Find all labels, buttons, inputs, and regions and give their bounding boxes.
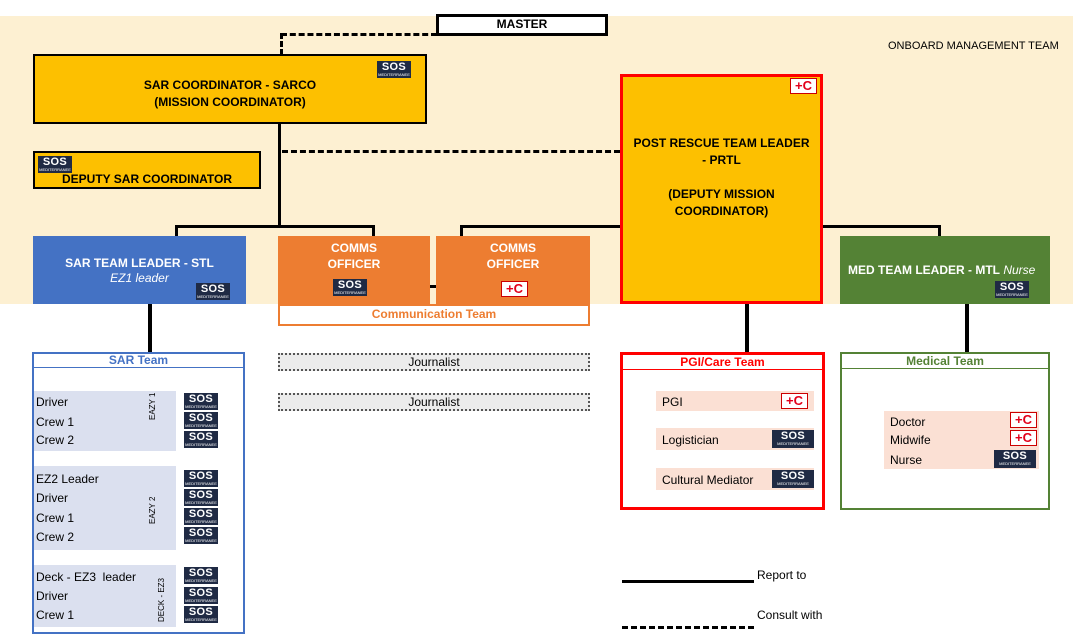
prtl-title-1: POST RESCUE TEAM LEADER	[633, 136, 810, 150]
deck-tag: DECK - EZ3	[157, 577, 166, 622]
medical-member-midwife: Midwife	[890, 433, 931, 447]
eazy1-tag: EAZY 1	[148, 392, 157, 420]
legend-consult-line	[622, 626, 754, 629]
report-line-pgi-team	[745, 304, 749, 352]
sarco-subtitle: (MISSION COORDINATOR)	[154, 95, 306, 109]
report-line-comms1	[372, 225, 375, 237]
onboard-team-label: ONBOARD MANAGEMENT TEAM	[888, 40, 1059, 52]
eazy1-member-crew2: Crew 2	[36, 433, 75, 447]
eazy2-member-crew2: Crew 2	[36, 530, 75, 544]
master-label: MASTER	[496, 17, 548, 31]
sar-coordinator-box: SAR COORDINATOR - SARCO (MISSION COORDIN…	[33, 54, 427, 124]
pgi-member-logistician: Logistician	[662, 433, 719, 447]
sarco-title: SAR COORDINATOR - SARCO	[143, 78, 317, 92]
medical-team-title: Medical Team	[842, 354, 1048, 369]
comms1-line2: OFFICER	[327, 257, 381, 271]
consult-line-master-v	[280, 33, 283, 55]
communication-team-box: Communication Team	[278, 304, 590, 326]
eazy2-member-leader: EZ2 Leader	[36, 472, 99, 486]
eazy1-member-driver: Driver	[36, 395, 68, 409]
medical-member-nurse: Nurse	[890, 453, 923, 467]
deck-member-crew1: Crew 1	[36, 608, 75, 622]
journalist-label-2: Journalist	[408, 395, 460, 409]
stl-title: SAR TEAM LEADER - STL	[65, 256, 214, 270]
prtl-title-2: - PRTL	[702, 153, 741, 167]
comms-link-line	[428, 285, 436, 288]
consult-line-prtl	[282, 150, 620, 153]
post-rescue-team-leader-box: POST RESCUE TEAM LEADER - PRTL (DEPUTY M…	[620, 74, 823, 304]
deputy-sar-title: DEPUTY SAR COORDINATOR	[61, 172, 232, 186]
red-cross-icon: +C	[1010, 412, 1037, 428]
report-line-mtl	[938, 225, 941, 237]
report-line-stl	[175, 225, 178, 237]
mtl-title: MED TEAM LEADER - MTL	[848, 263, 1000, 277]
eazy1-group	[34, 391, 176, 451]
eazy2-group	[34, 466, 176, 550]
journalist-box-2: Journalist	[278, 393, 590, 411]
legend-report-label: Report to	[757, 568, 807, 582]
sar-team-title: SAR Team	[34, 354, 243, 368]
red-cross-icon: +C	[1010, 430, 1037, 446]
report-line-comms2	[460, 225, 463, 237]
eazy2-member-crew1: Crew 1	[36, 511, 75, 525]
red-cross-icon: +C	[790, 78, 817, 94]
eazy2-tag: EAZY 2	[148, 496, 157, 524]
stl-subtitle: EZ1 leader	[110, 271, 169, 285]
legend-report-line	[622, 580, 754, 583]
pgi-member-cultural-mediator: Cultural Mediator	[662, 473, 754, 487]
report-line-sar-team	[148, 304, 152, 352]
consult-line-master	[281, 33, 437, 36]
report-line-medical-team	[965, 304, 969, 352]
eazy1-member-crew1: Crew 1	[36, 415, 75, 429]
communication-team-label: Communication Team	[371, 307, 497, 321]
pgi-row	[656, 391, 814, 411]
comms1-line1: COMMS	[331, 241, 377, 255]
prtl-subtitle-2: COORDINATOR)	[674, 204, 769, 218]
report-line-prtl-right	[823, 225, 941, 228]
report-line-sar-branch	[175, 225, 375, 228]
journalist-label-1: Journalist	[408, 355, 460, 369]
report-line-sarco	[278, 124, 281, 226]
deck-member-leader: Deck - EZ3 leader	[36, 570, 137, 584]
master-box: MASTER	[436, 14, 608, 36]
legend-consult-label: Consult with	[757, 608, 823, 622]
pgi-care-team-title: PGI/Care Team	[623, 355, 822, 370]
journalist-box-1: Journalist	[278, 353, 590, 371]
report-line-prtl-left	[460, 225, 620, 228]
red-cross-icon: +C	[501, 281, 528, 297]
pgi-member-pgi: PGI	[662, 395, 683, 409]
medical-member-doctor: Doctor	[890, 415, 926, 429]
mtl-suffix: Nurse	[1003, 263, 1036, 277]
deck-member-driver: Driver	[36, 589, 68, 603]
prtl-subtitle-1: (DEPUTY MISSION	[668, 187, 775, 201]
comms2-line1: COMMS	[490, 241, 536, 255]
red-cross-icon: +C	[781, 393, 808, 409]
eazy2-member-driver: Driver	[36, 491, 68, 505]
deck-group	[34, 565, 176, 627]
comms2-line2: OFFICER	[486, 257, 540, 271]
